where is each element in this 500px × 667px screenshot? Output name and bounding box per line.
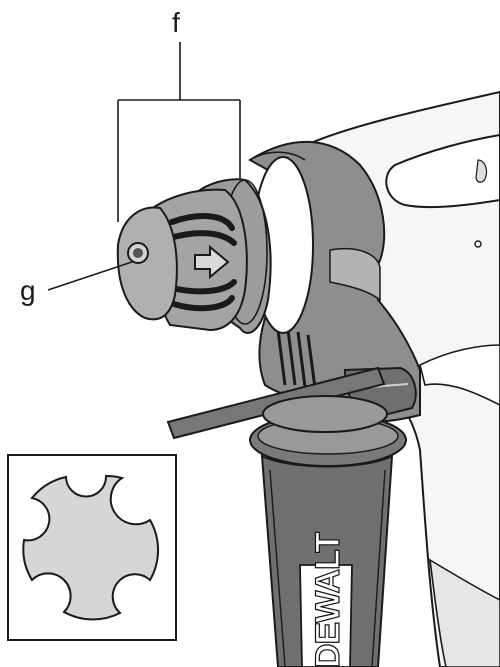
sds-shank-cross-section xyxy=(22,474,160,621)
label-f: f xyxy=(172,7,180,38)
side-handle: DEWALT xyxy=(249,395,407,667)
shank-inset xyxy=(7,454,177,641)
chuck-assembly xyxy=(116,178,272,334)
brand-logo-text: DEWALT xyxy=(309,532,347,667)
arrow-right-icon xyxy=(194,244,230,280)
label-g: g xyxy=(20,275,36,306)
callout-lines xyxy=(47,42,241,291)
